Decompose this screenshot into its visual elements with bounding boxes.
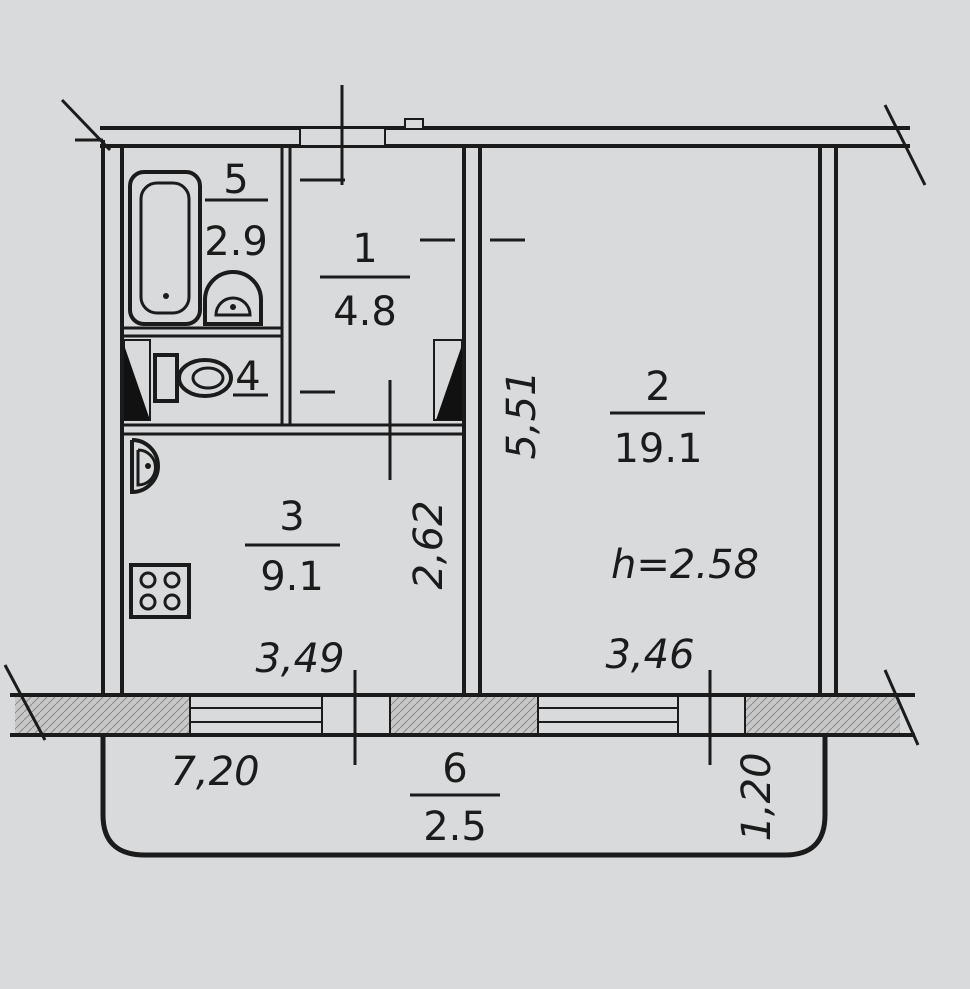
stove-icon	[129, 563, 191, 619]
room-3-number: 3	[279, 494, 304, 540]
room-1-number: 1	[352, 226, 377, 272]
washbasin-icon	[203, 270, 263, 326]
room-1-area: 4.8	[333, 289, 397, 335]
bottom-wall	[3, 664, 920, 746]
room-2-number: 2	[645, 364, 670, 410]
dim-total-width: 7,20	[170, 749, 259, 795]
kitchen-sink-icon	[130, 438, 160, 495]
right-wall	[818, 146, 838, 695]
room-6-number: 6	[442, 746, 467, 792]
dim-balcony-depth: 1,20	[734, 752, 780, 841]
door-markers	[123, 339, 463, 421]
axis-ticks	[300, 85, 712, 765]
room-3-area: 9.1	[260, 554, 324, 600]
room-5-area: 2.9	[204, 219, 268, 265]
room-6-area: 2.5	[423, 804, 487, 850]
label-fraction-bars	[205, 198, 705, 797]
ceiling-height: h=2.58	[611, 542, 759, 588]
left-wall	[75, 138, 124, 700]
dim-living-width: 3,46	[605, 632, 694, 678]
bathtub-icon	[128, 170, 202, 326]
balcony-outline	[100, 735, 828, 858]
room-4-number: 4	[235, 354, 260, 400]
room-2-area: 19.1	[613, 426, 702, 472]
room-5-number: 5	[223, 157, 248, 203]
toilet-icon	[153, 353, 233, 403]
interior-walls	[122, 146, 482, 695]
dim-corridor-height: 5,51	[499, 370, 545, 459]
dim-kitchen-height: 2,62	[406, 500, 452, 589]
dim-kitchen-width: 3,49	[255, 636, 344, 682]
